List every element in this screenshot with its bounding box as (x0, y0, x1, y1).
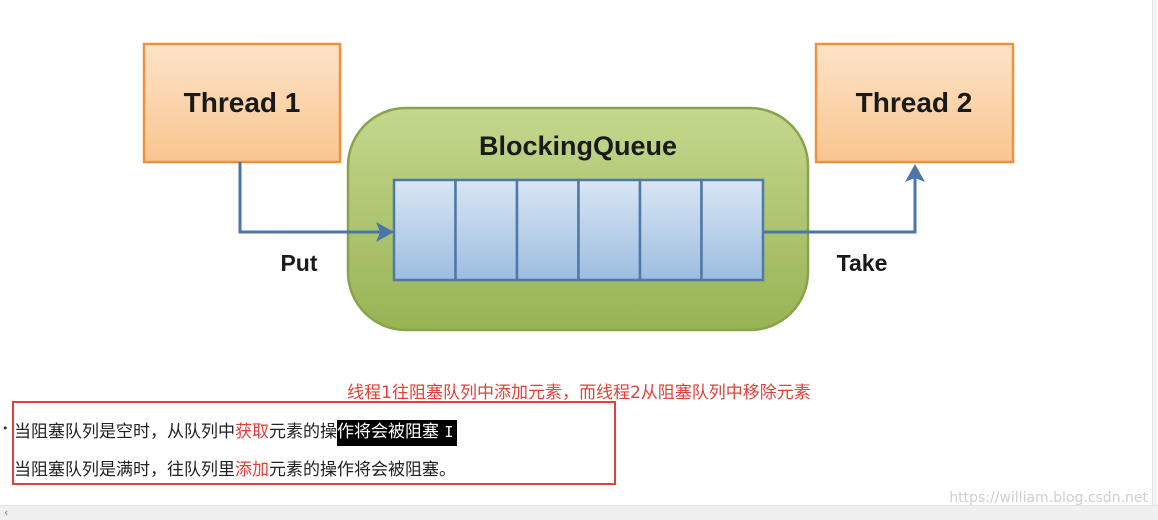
queue-slot (700, 178, 765, 282)
note2-text-a: 当阻塞队列是满时，往队列里 (14, 460, 235, 480)
thread1-node: Thread 1 (142, 42, 342, 164)
text-cursor-icon: I (444, 423, 454, 441)
horizontal-scrollbar[interactable]: ‹ (0, 505, 1158, 520)
queue-slot (638, 178, 703, 282)
queue-slots (392, 178, 765, 282)
note1-text-get: 获取 (235, 422, 269, 442)
thread1-label: Thread 1 (184, 87, 301, 118)
watermark: https://william.blog.csdn.net (949, 490, 1148, 506)
take-arrow (763, 164, 925, 234)
highlight-box (12, 401, 616, 485)
queue-slot (454, 178, 519, 282)
queue-label: BlockingQueue (479, 131, 677, 161)
queue-slot (392, 178, 457, 282)
note1-selected-text[interactable]: 作将会被阻塞 I (337, 420, 458, 446)
put-arrow (238, 162, 394, 242)
note1-text-c: 元素的操 (269, 422, 337, 442)
diagram-caption: 线程1往阻塞队列中添加元素，而线程2从阻塞队列中移除元素 (347, 383, 811, 403)
bullet-icon: • (2, 422, 9, 435)
thread2-label: Thread 2 (856, 87, 973, 118)
scroll-left-arrow-icon[interactable]: ‹ (4, 506, 9, 519)
queue-slot (577, 178, 642, 282)
thread2-node: Thread 2 (814, 42, 1015, 164)
queue-slot (515, 178, 580, 282)
note-line-full-queue: 当阻塞队列是满时，往队列里添加元素的操作将会被阻塞。 (14, 455, 456, 480)
vertical-scrollbar[interactable] (1152, 0, 1158, 505)
note-line-empty-queue: 当阻塞队列是空时，从队列中获取元素的操作将会被阻塞 I (14, 417, 458, 446)
note2-text-c: 元素的操作将会被阻塞。 (269, 460, 456, 480)
put-label: Put (280, 250, 317, 276)
note2-text-add: 添加 (235, 460, 269, 480)
note1-text-a: 当阻塞队列是空时，从队列中 (14, 422, 235, 442)
blocking-queue-diagram: Thread 1 Thread 2 BlockingQueue Put Take (142, 42, 1015, 332)
note1-text-d: 作将会被阻塞 (337, 422, 439, 442)
take-label: Take (837, 250, 888, 276)
